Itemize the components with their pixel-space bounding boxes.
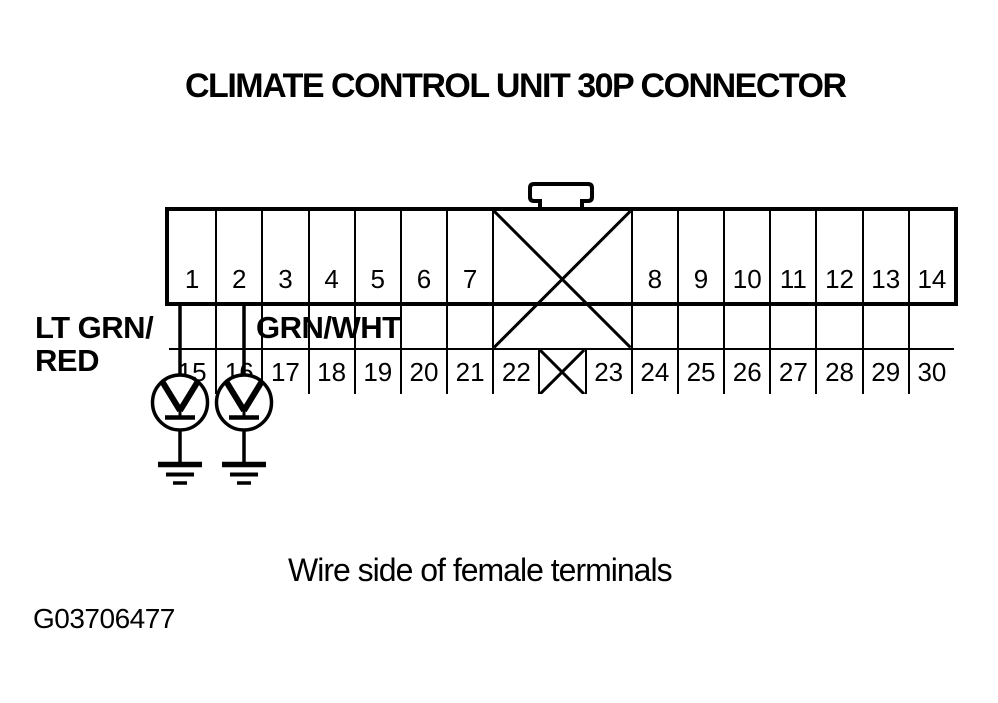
blocked-cell-x-icon <box>538 349 584 394</box>
ground-terminal-icon <box>150 373 210 432</box>
ground-assembly-pin16 <box>214 306 274 485</box>
pin-cell-7: 7 <box>446 211 493 350</box>
earth-ground-icon <box>222 430 266 485</box>
ground-assembly-pin15 <box>150 306 210 485</box>
wire-label-line: LT GRN/ <box>35 310 154 345</box>
pin-cell-25: 25 <box>676 349 723 394</box>
ground-terminal-icon <box>214 373 274 432</box>
pin-cell-3: 3 <box>261 211 308 350</box>
pin-cell-17: 17 <box>261 349 307 394</box>
pin-cell-9: 9 <box>676 211 724 350</box>
pin-cell-19: 19 <box>353 349 400 394</box>
pin-cell-23: 23 <box>584 349 631 394</box>
pin-cell-5: 5 <box>353 211 400 350</box>
pin-cell-24: 24 <box>630 349 677 394</box>
pin-cell-27: 27 <box>769 349 815 394</box>
blocked-cell-x-icon <box>492 211 631 350</box>
wire-label-grn-wht: GRN/WHT <box>256 311 401 344</box>
connector-tab-icon <box>528 182 594 209</box>
wire-label-line: GRN/WHT <box>256 310 401 345</box>
pin-cell-8: 8 <box>630 211 677 350</box>
pin-cell-13: 13 <box>861 211 908 350</box>
wire-label-lt-grn-red: LT GRN/RED <box>35 310 154 378</box>
pin-cell-14: 14 <box>907 211 954 350</box>
pin-cell-11: 11 <box>769 211 816 350</box>
pin-cell-22: 22 <box>492 349 538 394</box>
connector-30p: 1 2 3 4 5 6 7 8 9 10 11 12 13 14 15 16 1… <box>165 207 958 394</box>
wire-label-line: RED <box>35 343 99 378</box>
pin-cell-4: 4 <box>307 211 354 350</box>
pin-cell-30: 30 <box>907 349 954 394</box>
pin-cell-12: 12 <box>815 211 862 350</box>
pin-cell-26: 26 <box>723 349 769 394</box>
pin-cell-29: 29 <box>861 349 908 394</box>
diagram-caption: Wire side of female terminals <box>288 552 673 588</box>
pin-cell-10: 10 <box>723 211 770 350</box>
pin-cell-6: 6 <box>399 211 447 350</box>
earth-ground-icon <box>158 430 202 485</box>
page-title: CLIMATE CONTROL UNIT 30P CONNECTOR <box>185 67 847 105</box>
pin-cell-20: 20 <box>399 349 446 394</box>
pin-cell-1: 1 <box>169 211 216 350</box>
pin-cell-2: 2 <box>215 211 262 350</box>
pin-cell-28: 28 <box>815 349 861 394</box>
figure-id: G03706477 <box>33 603 175 634</box>
pin-cell-18: 18 <box>307 349 354 394</box>
pin-cell-21: 21 <box>446 349 492 394</box>
